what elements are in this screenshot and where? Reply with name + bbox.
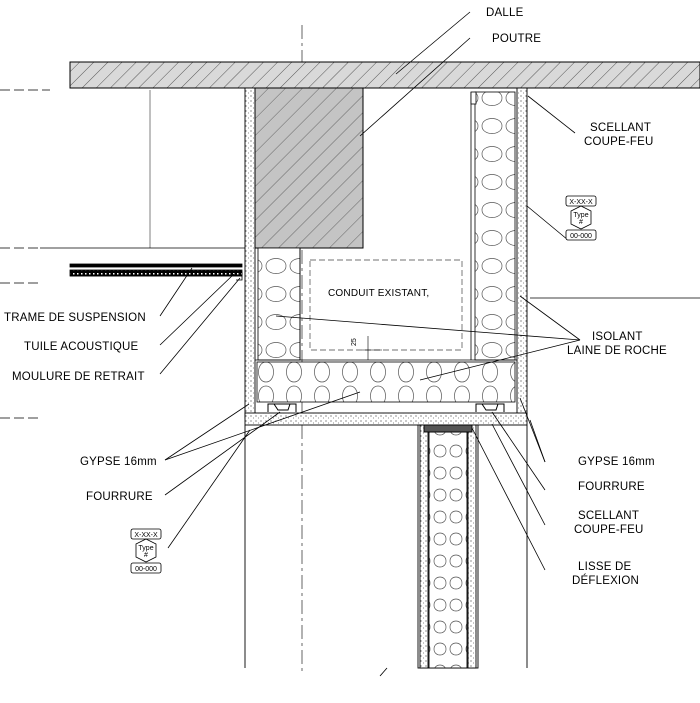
tag-lower-num: 00-000 — [135, 566, 157, 573]
label-dalle: DALLE — [486, 7, 524, 19]
ceiling — [69, 263, 243, 281]
label-gypse-left: GYPSE 16mm — [80, 456, 157, 468]
label-tuile: TUILE ACOUSTIQUE — [24, 341, 139, 353]
existing-duct — [309, 259, 463, 351]
gypsum-enclosure — [244, 87, 528, 426]
label-scellant-bot-2: COUPE-FEU — [574, 524, 644, 536]
tag-upper-type: Type — [573, 212, 588, 219]
tag-upper-code: X-XX-X — [569, 199, 593, 206]
label-trame: TRAME DE SUSPENSION — [4, 312, 146, 324]
label-fourrure-right: FOURRURE — [578, 481, 645, 493]
label-moulure: MOULURE DE RETRAIT — [12, 371, 145, 383]
label-fourrure-left: FOURRURE — [86, 491, 153, 503]
dimension-25-label: 25 — [351, 338, 358, 346]
label-isolant-1: ISOLANT — [592, 331, 643, 343]
label-lisse-2: DÉFLEXION — [572, 574, 639, 587]
label-lisse-1: LISSE DE — [578, 561, 632, 573]
break-mark — [379, 667, 388, 677]
tag-upper-num: 00-000 — [570, 233, 592, 240]
slab — [69, 61, 700, 89]
wall-type-tag-upper: X-XX-X Type # 00-000 — [565, 195, 597, 241]
wall-type-tag-lower: X-XX-X Type # 00-000 — [130, 528, 162, 574]
label-scellant-top-1: SCELLANT — [590, 122, 651, 134]
tag-upper-hash: # — [579, 219, 583, 226]
labels: DALLE POUTRE SCELLANT COUPE-FEU ISOLANT … — [4, 7, 667, 587]
furring-channels — [267, 403, 505, 412]
beam — [254, 87, 364, 249]
duct-label: CONDUIT EXISTANT, — [328, 288, 429, 299]
label-scellant-top-2: COUPE-FEU — [584, 136, 654, 148]
new-wall — [417, 424, 479, 669]
label-scellant-bot-1: SCELLANT — [578, 510, 639, 522]
rock-wool-insulation — [256, 91, 516, 403]
label-gypse-right: GYPSE 16mm — [578, 456, 655, 468]
label-isolant-2: LAINE DE ROCHE — [567, 345, 667, 357]
tag-lower-type: Type — [138, 545, 153, 552]
label-poutre: POUTRE — [492, 33, 541, 45]
stud-lines — [255, 91, 517, 361]
existing-wall — [244, 425, 528, 668]
tag-lower-hash: # — [144, 552, 148, 559]
dimension-25 — [362, 336, 382, 360]
tag-lower-code: X-XX-X — [134, 532, 158, 539]
leader-lines — [159, 11, 581, 571]
